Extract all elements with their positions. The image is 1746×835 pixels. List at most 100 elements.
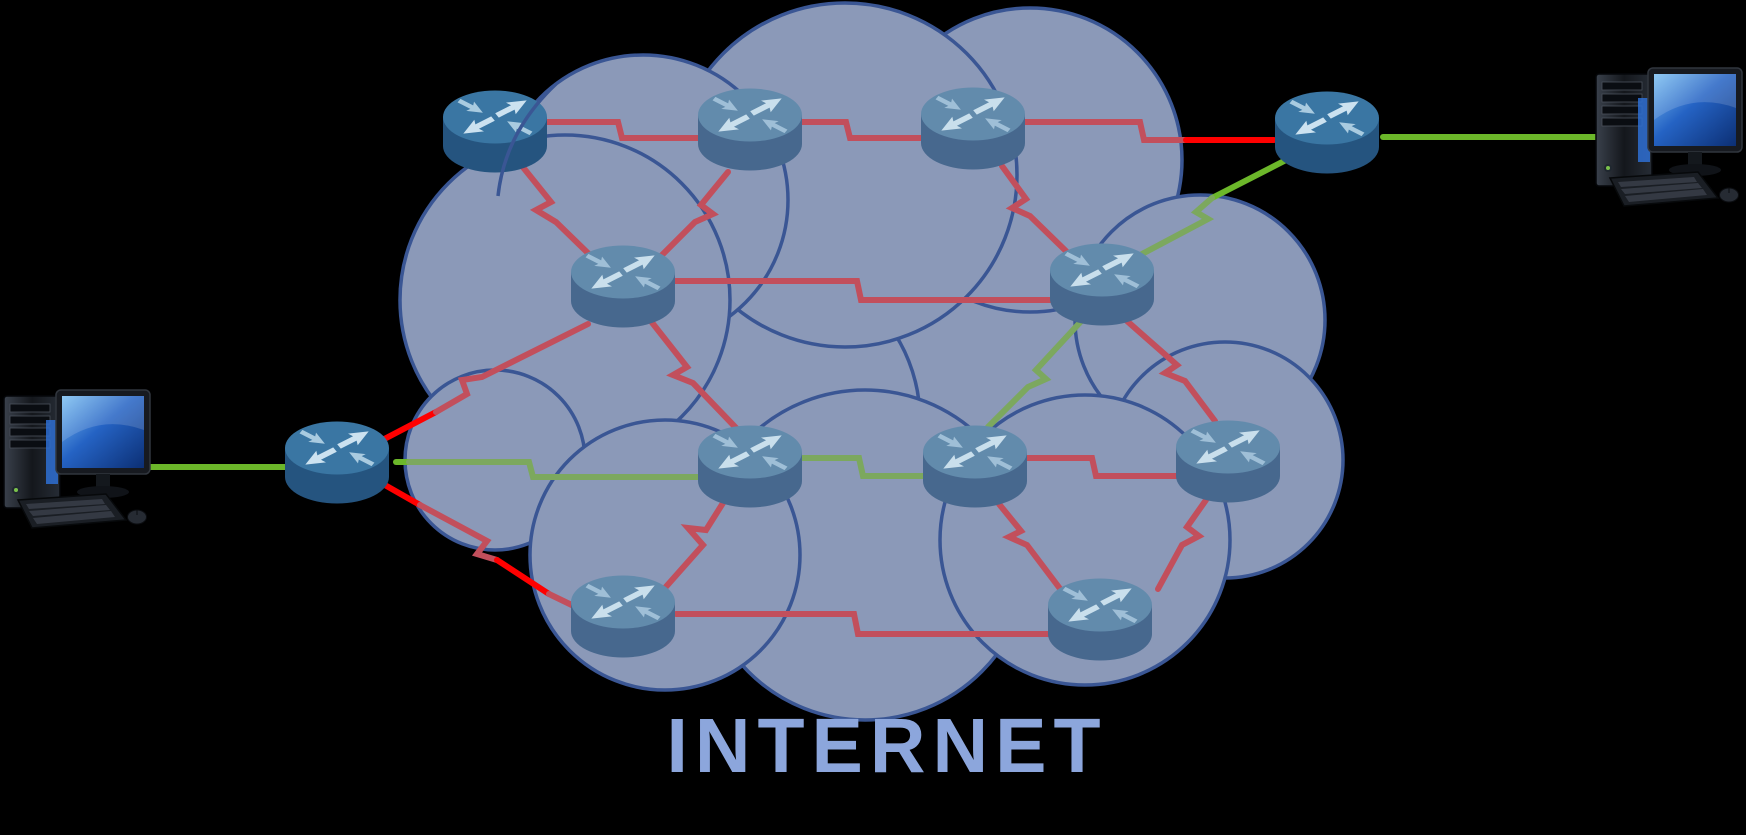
router-arrow-icon (1062, 586, 1088, 601)
router-arrow-icon (1068, 604, 1100, 622)
router-arrow-icon (937, 433, 963, 448)
link-segment-green (406, 459, 704, 480)
router-arrows (1064, 251, 1140, 289)
link-edgeright-upperright (1139, 156, 1291, 257)
router-arrow-icon (591, 271, 623, 289)
link-segment-red (1020, 455, 1180, 479)
router-arrow-icon (712, 433, 738, 448)
router-arrow-icon (635, 606, 661, 621)
link-midcenter-bottomright (996, 501, 1064, 593)
router-arrows (712, 96, 788, 134)
router-arrow-icon (935, 95, 961, 110)
link-segment-red (433, 321, 591, 415)
link-segment-red (999, 163, 1071, 256)
link-segment-red (996, 501, 1064, 593)
link-segment-red (673, 611, 1052, 637)
link-topmidleft-topmidright (795, 119, 929, 141)
links-layer (127, 119, 1610, 637)
link-upperright-midright (1124, 318, 1218, 424)
router-icon-mid-center (923, 425, 1027, 508)
router-arrow-icon (585, 253, 611, 268)
router-arrow-icon (1190, 428, 1216, 443)
router-arrow-icon (495, 100, 527, 118)
router-icon-upper-right (1050, 243, 1154, 326)
router-icon-bottom-left (571, 575, 675, 658)
router-icon-mid-right (1176, 420, 1280, 503)
link-bottomleft-bottomright (673, 611, 1052, 637)
router-icon-mid-left (698, 425, 802, 508)
link-midright-bottomright (1155, 497, 1209, 592)
router-top (571, 575, 675, 629)
router-arrow-icon (712, 96, 738, 111)
router-arrow-icon (305, 447, 337, 465)
router-arrow-icon (1240, 451, 1266, 466)
router-icon-top-mid-right (921, 87, 1025, 170)
router-top (921, 87, 1025, 141)
router-arrow-icon (623, 255, 655, 273)
link-segment-red (519, 163, 595, 260)
router-top (1050, 243, 1154, 297)
link-upperright-midcenter (985, 313, 1089, 430)
link-topmidright-edgeright (1019, 119, 1277, 143)
router-arrows (712, 433, 788, 471)
router-arrow-icon (635, 276, 661, 291)
link-upperleft-midleft (647, 317, 742, 434)
router-arrow-icon (337, 431, 369, 449)
link-topmidleft-upperleft (656, 169, 731, 261)
link-segment-green (985, 313, 1089, 430)
router-top (698, 425, 802, 479)
router-arrow-icon (457, 98, 483, 113)
router-arrows (1062, 586, 1138, 624)
router-top (443, 90, 547, 144)
router-top (1275, 91, 1379, 145)
link-segment-red (1155, 497, 1209, 592)
router-arrows (585, 583, 661, 621)
router-arrow-icon (941, 113, 973, 131)
router-arrow-icon (718, 451, 750, 469)
link-midleft-midcenter (796, 455, 930, 479)
router-arrow-icon (1070, 269, 1102, 287)
router-arrow-icon (1196, 446, 1228, 464)
router-arrows (937, 433, 1013, 471)
router-top (923, 425, 1027, 479)
router-arrows (299, 429, 375, 467)
router-arrow-icon (1327, 101, 1359, 119)
router-top (571, 245, 675, 299)
router-arrow-icon (1102, 253, 1134, 271)
router-arrow-icon (1114, 274, 1140, 289)
router-arrow-icon (1289, 99, 1315, 114)
router-arrow-icon (750, 98, 782, 116)
link-topleft-topmidleft (542, 119, 705, 141)
router-arrow-icon (973, 97, 1005, 115)
link-edgeleft-midleft (393, 459, 704, 480)
router-arrow-icon (623, 585, 655, 603)
link-segment-red (1019, 119, 1189, 143)
router-icon-top-mid-left (698, 88, 802, 171)
router-top (1176, 420, 1280, 474)
link-segment-green (1139, 195, 1215, 257)
router-arrow-icon (1339, 122, 1365, 137)
link-topleft-upperleft (519, 163, 595, 260)
cloud-edge-overlay (496, 82, 558, 197)
link-segment-red (661, 500, 726, 592)
link-midcenter-midright (1020, 455, 1180, 479)
link-segment-red (795, 119, 929, 141)
router-arrow-icon (1064, 251, 1090, 266)
router-arrow-icon (985, 118, 1011, 133)
link-segment-red (647, 317, 742, 434)
router-arrow-icon (1100, 588, 1132, 606)
router-arrow-icon (975, 435, 1007, 453)
router-top (698, 88, 802, 142)
router-icon-edge-right (1275, 91, 1379, 174)
router-arrow-icon (591, 601, 623, 619)
router-icon-edge-left (285, 421, 389, 504)
router-arrows (585, 253, 661, 291)
link-segment-red (1124, 318, 1218, 424)
router-arrows (1190, 428, 1266, 466)
router-icon-top-left (443, 90, 547, 173)
computer-icon-right (1595, 67, 1743, 207)
router-arrow-icon (1295, 117, 1327, 135)
router-icon-upper-left (571, 245, 675, 328)
